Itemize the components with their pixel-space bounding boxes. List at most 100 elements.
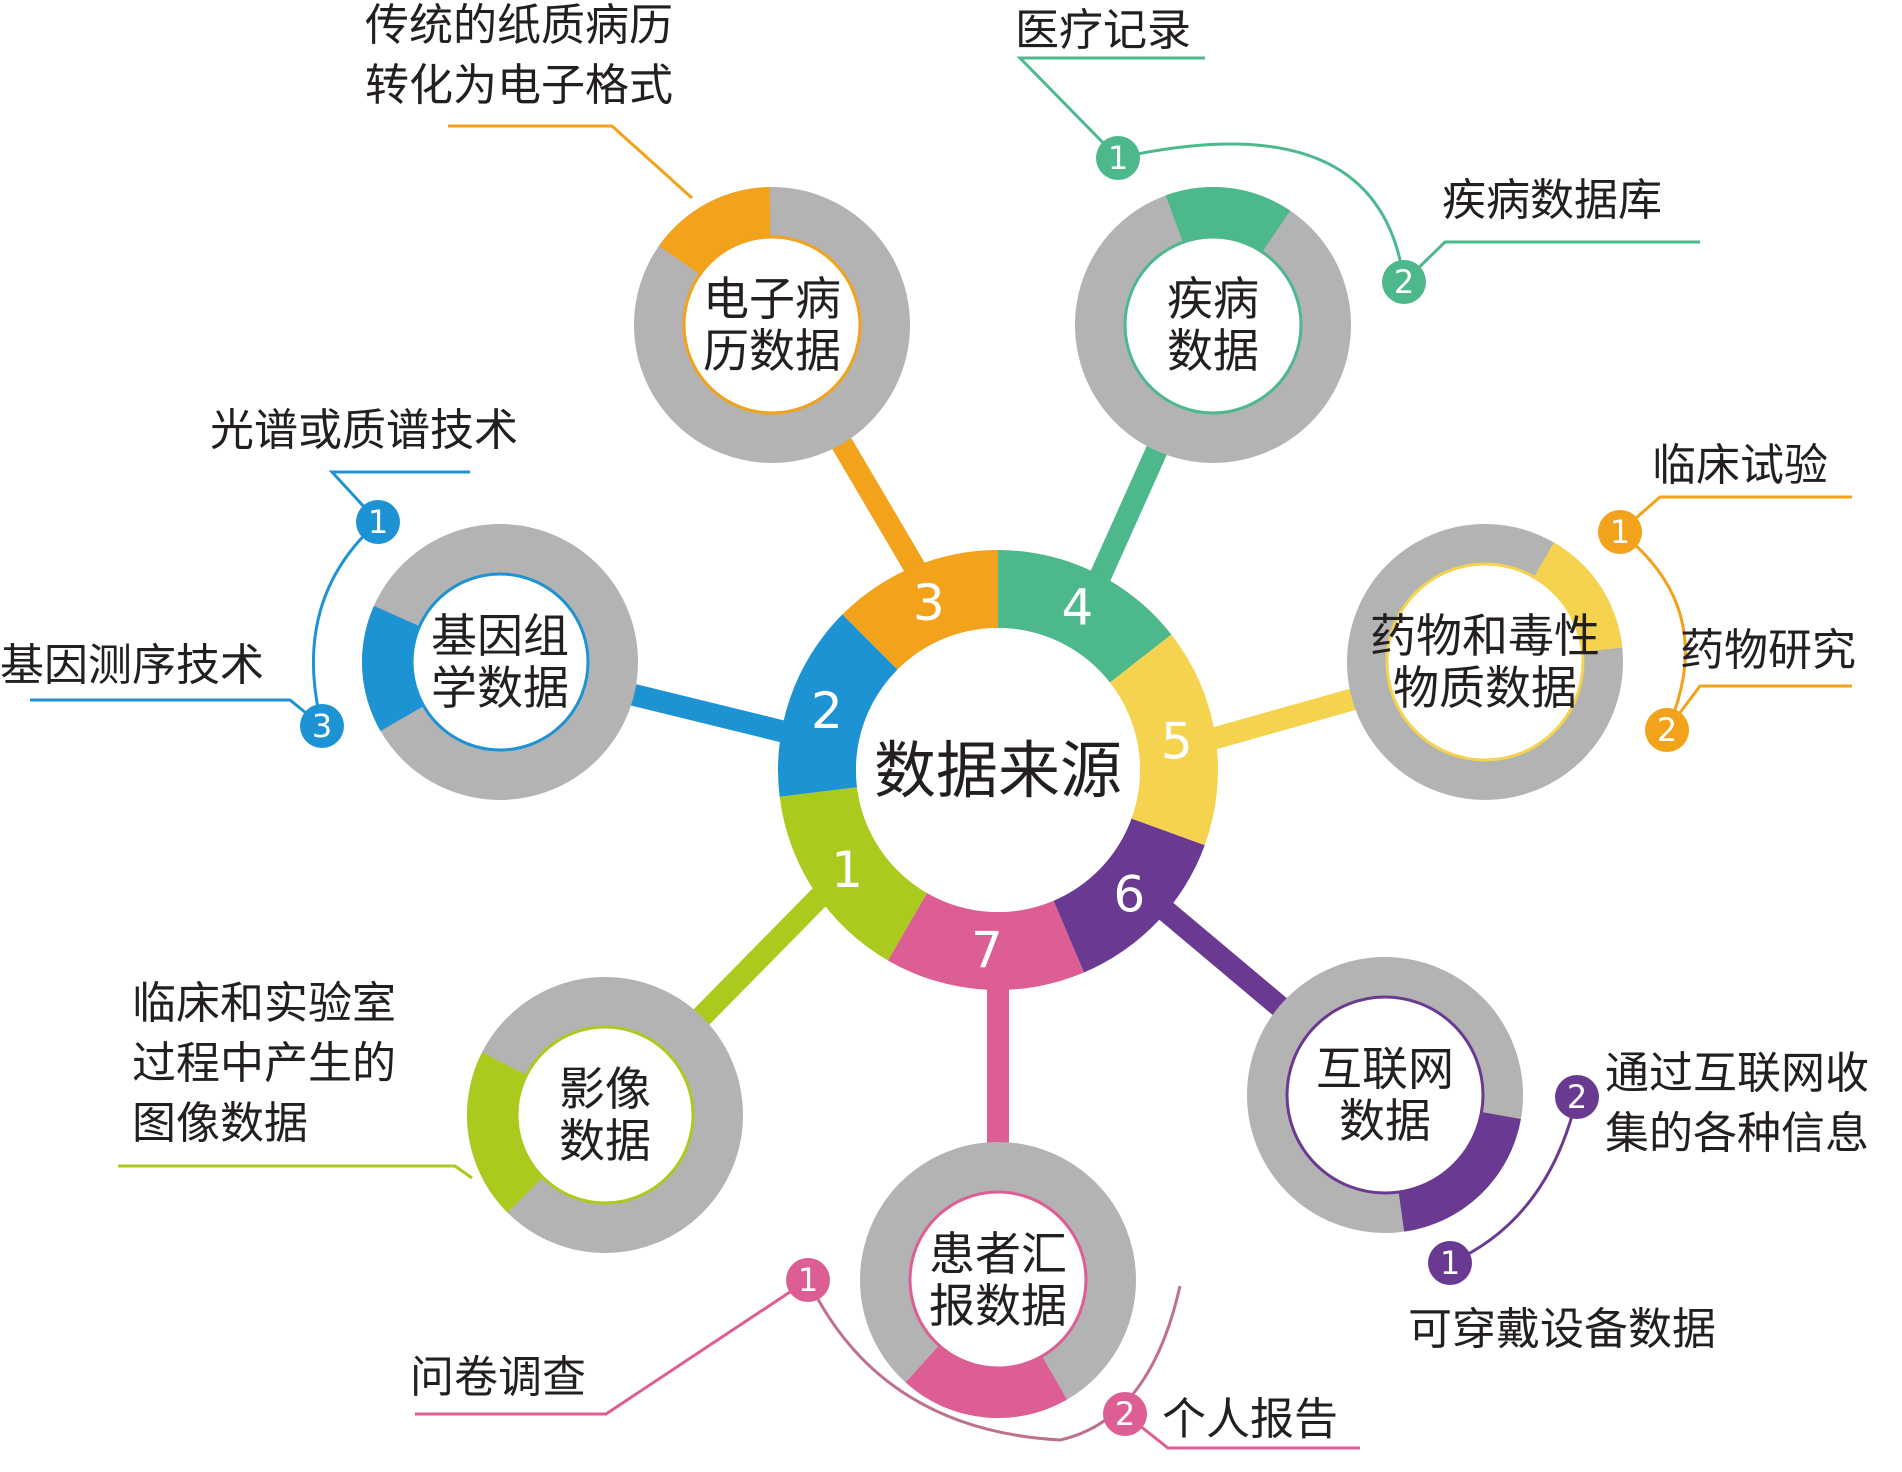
badge-number: 1	[1440, 1244, 1460, 1282]
patient-badge1-line	[415, 1278, 809, 1416]
center-title: 数据来源	[874, 734, 1122, 807]
node-inner-circle	[515, 1025, 695, 1205]
disease-badge1-line	[1016, 56, 1205, 160]
internet-badge-curve	[1449, 1096, 1579, 1265]
hub-segment-arc	[1109, 634, 1218, 846]
label-questionnaire: 问卷调查	[410, 1352, 586, 1403]
genomics-badge-curve	[312, 520, 379, 727]
node-inner-circle	[1385, 562, 1585, 762]
node-label-line: 互联网	[1316, 1042, 1454, 1096]
disease-badge-2: 2	[1382, 260, 1426, 304]
badge-number: 1	[798, 1261, 818, 1299]
hub-segment-2: 2	[777, 614, 898, 797]
node-disease: 疾病数据	[1075, 187, 1351, 463]
node-label-line: 数据	[1339, 1094, 1431, 1148]
node-inner-circle	[908, 1190, 1088, 1370]
disease-badge-curve	[1117, 142, 1406, 283]
drug-badge1-line	[1619, 495, 1852, 534]
label-wearables: 可穿戴设备数据	[1408, 1304, 1716, 1355]
hub-segment-number: 4	[1061, 578, 1093, 636]
node-ring-track	[634, 187, 910, 463]
outer-labels: 传统的纸质病历 转化为电子格式 医疗记录 疾病数据库 光谱或质谱技术 基因测序技…	[0, 0, 1869, 1445]
badge-number: 2	[1567, 1078, 1587, 1116]
node-label-line: 数据	[1167, 324, 1259, 378]
drug-badge-curve	[1619, 530, 1687, 731]
node-label-line: 学数据	[431, 661, 569, 715]
badge-number: 2	[1115, 1395, 1135, 1433]
genomics-badge-1: 1	[356, 500, 400, 544]
genomics-badge1-line	[328, 470, 470, 524]
node-label-line: 历数据	[703, 324, 841, 378]
spoke-genomics	[623, 682, 794, 745]
node-label-line: 药物和毒性	[1370, 609, 1600, 663]
patient-badge-2: 2	[1103, 1392, 1147, 1436]
node-label-line: 数据	[559, 1114, 651, 1168]
node-ring-fill	[467, 1052, 543, 1213]
hub-segment-number: 2	[811, 682, 843, 740]
label-internet-info-line-2: 集的各种信息	[1605, 1108, 1869, 1159]
patient-badge-1: 1	[786, 1258, 830, 1302]
node-inner-circle	[682, 235, 862, 415]
emr-annotation-line-2: 转化为电子格式	[365, 60, 673, 111]
node-label-line: 报数据	[929, 1279, 1067, 1333]
hub-segment-arc	[842, 550, 998, 670]
genomics-badge-3: 3	[300, 704, 344, 748]
center-hub: 1 2 3 4 5 67 数据来源	[777, 550, 1218, 990]
hub-segment-arc	[888, 892, 1084, 990]
node-ring-track	[1347, 524, 1623, 800]
hub-inner	[856, 628, 1140, 912]
hub-segment-number: 3	[913, 574, 945, 632]
patient-badge-curve	[806, 1279, 1182, 1442]
label-personal-report: 个人报告	[1162, 1394, 1338, 1445]
imaging-annotation-line	[118, 1164, 473, 1180]
label-medical-records: 医疗记录	[1015, 5, 1191, 56]
badge-number: 1	[1108, 139, 1128, 177]
hub-segment-arc	[779, 787, 927, 961]
label-clinical-trials: 临床试验	[1652, 440, 1828, 491]
hub-segment-7: 7	[888, 892, 1084, 990]
drug-badge-2: 2	[1645, 708, 1689, 752]
hub-segment-arc	[998, 550, 1172, 683]
badge-number: 2	[1657, 711, 1677, 749]
badge-number: 2	[1394, 263, 1414, 301]
drug-badge-1: 1	[1598, 510, 1642, 554]
internet-badge-2: 2	[1555, 1075, 1599, 1119]
hub-segment-number: 1	[831, 841, 863, 899]
hub-segment-number: 6	[1113, 866, 1145, 924]
label-internet-info-line-1: 通过互联网收	[1605, 1048, 1869, 1099]
spokes	[623, 431, 1363, 1150]
label-drug-research: 药物研究	[1680, 625, 1856, 676]
label-gene-sequencing: 基因测序技术	[0, 640, 264, 691]
hub-segment-5: 5	[1109, 634, 1218, 846]
node-label-line: 物质数据	[1393, 661, 1577, 715]
spoke-imaging	[688, 882, 834, 1031]
disease-badge-1: 1	[1096, 136, 1140, 180]
node-label-line: 疾病	[1167, 272, 1259, 326]
hub-segment-3: 3	[842, 550, 998, 670]
hub-segment-arc	[777, 614, 898, 797]
hub-segment-1: 1	[779, 787, 927, 961]
drug-badge2-line	[1665, 684, 1852, 731]
hub-segment-4: 4	[998, 550, 1172, 683]
node-inner-circle	[1123, 235, 1303, 415]
badge-number: 1	[368, 503, 388, 541]
label-spectroscopy: 光谱或质谱技术	[210, 405, 518, 456]
number-badges: 1 2 1 3 1 2 2 1	[300, 136, 1689, 1436]
spoke-internet	[1151, 896, 1293, 1020]
node-ring-fill	[1534, 542, 1623, 652]
internet-badge-1: 1	[1428, 1241, 1472, 1285]
disease-badge2-line	[1402, 240, 1700, 284]
imaging-annotation-line-3: 图像数据	[132, 1098, 308, 1149]
hub-segment-number: 5	[1161, 713, 1193, 771]
node-ring-fill	[1165, 187, 1291, 253]
node-label-line: 影像	[559, 1062, 651, 1116]
label-disease-database: 疾病数据库	[1442, 175, 1662, 226]
